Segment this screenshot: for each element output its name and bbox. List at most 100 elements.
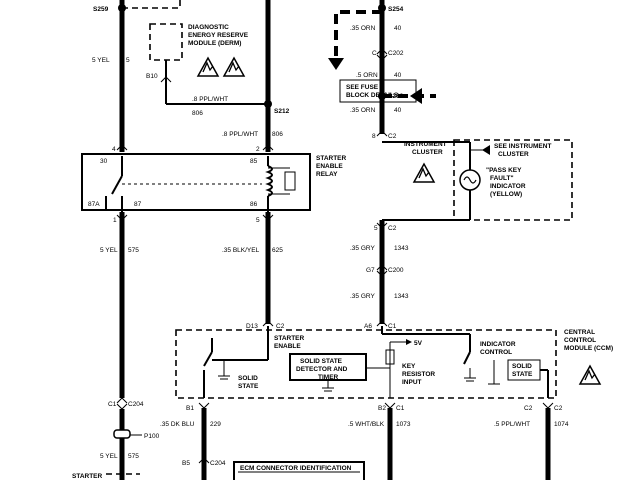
splice-s254-label: S254 <box>388 6 404 13</box>
wire-label-35-dk-blu: .35 DK BLU <box>160 421 195 428</box>
derm-dashed-box <box>149 23 183 61</box>
relay-terminal-87: 87 <box>134 201 142 208</box>
ccm-ss-left-2: STATE <box>238 383 259 390</box>
ccm-pin-d13: D13 <box>246 323 258 330</box>
esd-warning-icon <box>196 56 220 77</box>
ccm-5v: 5V <box>414 340 423 347</box>
wire-label-229: 229 <box>210 421 221 428</box>
ecm-connector-c204: C204 <box>210 460 226 467</box>
right-orn-circuit: S254 .35 ORN 40 C C202 .5 ORN 40 S208 SE… <box>328 0 436 140</box>
wire-label-806-relay: 806 <box>272 131 283 138</box>
ccm-ss-right-1: SOLID <box>512 363 532 370</box>
center-806-circuit: S212 .8 PPL/WHT 806 2 <box>222 0 290 153</box>
ic-pin-8: 8 <box>372 133 376 140</box>
pullup-resistor <box>385 349 395 365</box>
ccm-pin-c2: C2 <box>524 405 533 412</box>
solid-state-detector-box <box>289 353 367 381</box>
relay-pin-4: 4 <box>112 146 116 153</box>
instrument-cluster-dashed-box <box>453 139 573 221</box>
left-lower-circuit: C1 C204 P100 5 YEL 575 STARTER <box>72 397 160 480</box>
splice-s259-label: S259 <box>93 6 109 13</box>
connector-c204-label: C204 <box>128 401 144 408</box>
connector-c204-pin: C1 <box>108 401 117 408</box>
ccm-key-2: RESISTOR <box>402 371 435 378</box>
ccm-label-3: MODULE (CCM) <box>564 345 613 352</box>
left-feed-circuit: S259 5 YEL 5 4 <box>92 0 181 153</box>
ccm-output-wires: .35 DK BLU 229 B5 C204 .5 WHT/BLK 1073 .… <box>160 408 569 480</box>
ccm-connector-c1-bottom: C1 <box>396 405 405 412</box>
ecm-pin-b5: B5 <box>182 460 190 467</box>
relay-label-3: RELAY <box>316 171 338 178</box>
ccm-ss-det-1: SOLID STATE <box>300 358 343 365</box>
passthrough-p100: P100 <box>144 433 160 440</box>
ccm-indc-2: CONTROL <box>480 349 512 356</box>
ccm-ss-left-1: SOLID <box>238 375 258 382</box>
ic-connector-c2: C2 <box>388 225 397 232</box>
connector-c200-pin: G7 <box>366 267 375 274</box>
relay-terminal-86: 86 <box>250 201 258 208</box>
central-control-module: CENTRAL CONTROL MODULE (CCM) D13 C2 A6 C… <box>175 320 613 412</box>
splice-s212-label: S212 <box>274 108 290 115</box>
wire-label-8-ppl-wht: .8 PPL/WHT <box>192 96 228 103</box>
ecm-connector-id: ECM CONNECTOR IDENTIFICATION <box>233 461 365 480</box>
ccm-label-2: CONTROL <box>564 337 596 344</box>
wire-label-5-yel-mid: 5 YEL <box>100 247 118 254</box>
relay-suppression-resistor <box>284 171 296 191</box>
wire-label-35-blk-yel: .35 BLK/YEL <box>222 247 260 254</box>
relay-pin-2: 2 <box>256 146 260 153</box>
instrument-cluster: INSTRUMENT CLUSTER SEE INSTRUMENT CLUSTE… <box>382 139 573 221</box>
ccm-connector-c1: C1 <box>388 323 397 330</box>
derm-title-1: DIAGNOSTIC <box>188 24 229 31</box>
relay-terminal-87a: 87A <box>88 201 100 208</box>
ic-see-1: SEE INSTRUMENT <box>494 143 551 150</box>
ic-indicator-1: "PASS KEY <box>486 167 522 174</box>
wire-label-575-bottom: 575 <box>128 453 139 460</box>
ic-indicator-4: (YELLOW) <box>490 191 522 198</box>
esd-warning-icon <box>222 56 246 77</box>
wire-label-806: 806 <box>192 110 203 117</box>
wire-label-40-b: 40 <box>394 72 402 79</box>
ic-see-2: CLUSTER <box>498 151 529 158</box>
wire-label-5-ppl-wht: .5 PPL/WHT <box>494 421 530 428</box>
arrow-down-icon <box>328 58 344 70</box>
ccm-dashed-box <box>175 329 557 399</box>
wire-label-1343-a: 1343 <box>394 245 409 252</box>
derm-title-3: MODULE (DERM) <box>188 40 241 47</box>
wire-label-1074: 1074 <box>554 421 569 428</box>
ccm-switch-arm <box>203 351 213 367</box>
relay-to-ccm-wires: 5 YEL 575 .35 BLK/YEL 625 <box>100 212 283 398</box>
ic-connector-c2-top: C2 <box>388 133 397 140</box>
ecm-id-box <box>233 461 365 480</box>
wire-label-625: 625 <box>272 247 283 254</box>
arrow-right-icon <box>406 339 412 345</box>
ccm-pin-b2: B2 <box>378 405 386 412</box>
ic-lower-circuit: 5 C2 .35 GRY 1343 G7 C200 .35 GRY 1343 <box>350 220 409 324</box>
connector-c202-pin: C <box>372 50 377 57</box>
wire-label-5-yel: 5 YEL <box>92 57 110 64</box>
wire-label-1343-b: 1343 <box>394 293 409 300</box>
ic-pin-5: 5 <box>374 225 378 232</box>
esd-warning-icon <box>412 162 436 183</box>
wire-label-40-c: 40 <box>394 107 402 114</box>
relay-box <box>81 153 311 211</box>
ccm-indicator-switch <box>463 351 471 365</box>
relay-coil <box>265 165 273 197</box>
ccm-indc-1: INDICATOR <box>480 341 516 348</box>
splice-s212-dot <box>264 100 272 108</box>
ic-label-2: CLUSTER <box>412 149 443 156</box>
wire-label-40-a: 40 <box>394 25 402 32</box>
connector-c202-label: C202 <box>388 50 404 57</box>
starter-enable-relay: STARTER ENABLE RELAY 30 85 87A 87 86 <box>81 153 347 212</box>
wire-label-5-wht-blk: .5 WHT/BLK <box>348 421 385 428</box>
ccm-label-1: CENTRAL <box>564 329 595 336</box>
relay-pin-1: 1 <box>113 217 117 224</box>
fuse-block-note-box <box>339 79 417 103</box>
wire-label-5-yel-bottom: 5 YEL <box>100 453 118 460</box>
wire-label-5: 5 <box>126 57 130 64</box>
ccm-starter-2: ENABLE <box>274 343 301 350</box>
ic-indicator-2: FAULT" <box>490 175 514 182</box>
ccm-ss-right-2: STATE <box>512 371 533 378</box>
relay-terminal-85: 85 <box>250 158 258 165</box>
ccm-key-3: INPUT <box>402 379 422 386</box>
